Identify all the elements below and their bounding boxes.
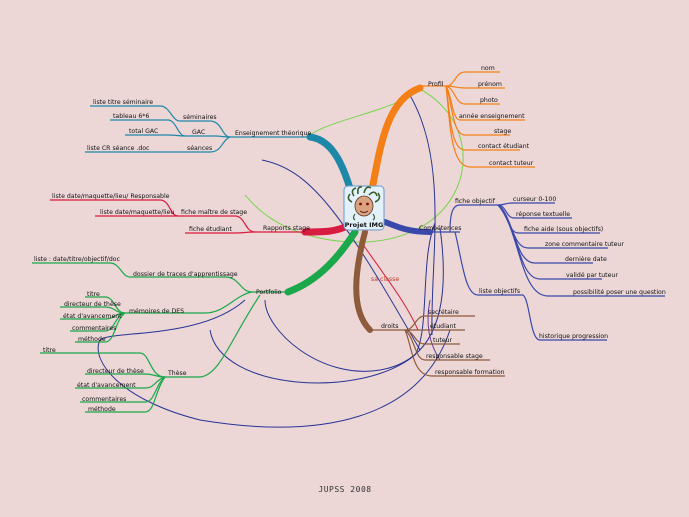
memoire-item[interactable]: titre [87, 291, 100, 298]
profil-item[interactable]: année enseignement [459, 112, 525, 120]
dossier-label[interactable]: dossier de traces d'apprentissage [133, 271, 238, 278]
medusa-icon [347, 186, 381, 221]
memoire-item[interactable]: commentaires [72, 325, 116, 332]
rapports-branches [50, 199, 305, 234]
these-item[interactable]: titre [43, 347, 56, 354]
enseignement-node[interactable]: Enseignement théorique [235, 129, 311, 137]
fiche-item[interactable]: zone commentaire tuteur [545, 241, 624, 248]
profil-items: nom prénom photo année enseignement stag… [459, 65, 534, 167]
memoires-label[interactable]: mémoires de DES [129, 307, 184, 315]
branch-portfolio [284, 228, 359, 296]
profil-item[interactable]: photo [480, 97, 498, 104]
center-label: Projet IMG [345, 221, 384, 229]
enseignement-label: Enseignement théorique [235, 129, 311, 137]
branch-competences [382, 219, 433, 235]
liste-cr-label[interactable]: liste CR séance .doc [87, 144, 150, 152]
memoire-item[interactable]: méthode [78, 335, 106, 343]
competences-items: fiche objectif curseur 0-100 réponse tex… [455, 196, 666, 340]
portfolio-items: dossier de traces d'apprentissage liste … [34, 256, 238, 413]
profil-node[interactable]: Profil [428, 81, 444, 88]
branch-profil [366, 84, 424, 204]
rapports-items: fiche maître de stage fiche étudiant lis… [52, 193, 247, 233]
droits-item[interactable]: tuteur [433, 337, 453, 344]
fiche-item[interactable]: possibilité poser une question [573, 288, 666, 296]
link-blue-competences-2 [264, 227, 444, 372]
main-branches [284, 84, 433, 333]
droits-items: secrétaire étudiant tuteur responsable s… [371, 276, 505, 376]
fiche-item[interactable]: dernière date [565, 255, 607, 263]
these-item[interactable]: état d'avancement [77, 381, 136, 389]
gac-label[interactable]: GAC [192, 129, 205, 136]
liste-objectifs-label[interactable]: liste objectifs [479, 288, 520, 295]
seminaires-label[interactable]: séminaires [183, 113, 217, 121]
droits-item[interactable]: responsable stage [426, 353, 483, 360]
sa-classe-label: sa classe [371, 276, 399, 283]
profil-item[interactable]: contact tuteur [489, 160, 534, 167]
competences-branches [430, 202, 665, 341]
these-item[interactable]: méthode [88, 405, 116, 413]
link-blue-profil-droits [407, 91, 436, 336]
fiche-item[interactable]: validé par tuteur [566, 271, 618, 279]
link-purple-droits [427, 299, 441, 361]
fiche-item[interactable]: curseur 0-100 [513, 196, 556, 203]
fiche-etudiant-label[interactable]: fiche étudiant [189, 225, 233, 233]
memoire-item[interactable]: état d'avancement [63, 312, 122, 320]
droits-branches [370, 315, 505, 377]
these-item[interactable]: commentaires [82, 396, 126, 403]
rapports-node[interactable]: Rapports stage [263, 225, 310, 232]
seances-label[interactable]: séances [187, 144, 212, 152]
profil-item[interactable]: prénom [478, 80, 502, 88]
branch-droits [353, 229, 373, 333]
enseignement-branches [85, 105, 310, 153]
link-blue-portfolio-these [97, 299, 451, 428]
fiche-item[interactable]: fiche aide (sous objectifs) [524, 226, 603, 233]
competences-node[interactable]: Compétences [419, 224, 461, 232]
these-label[interactable]: Thèse [167, 369, 187, 377]
portfolio-label: Portfolio [256, 289, 282, 296]
rapports-label: Rapports stage [263, 225, 310, 232]
liste-lieu-label[interactable]: liste date/maquette/lieu [100, 209, 174, 216]
memoire-item[interactable]: directeur de thèse [64, 300, 121, 308]
these-item[interactable]: directeur de thèse [87, 367, 144, 375]
droits-item[interactable]: responsable formation [435, 369, 505, 376]
profil-item[interactable]: stage [494, 128, 511, 135]
fiche-item[interactable]: réponse textuelle [516, 210, 570, 218]
liste-responsable-label[interactable]: liste date/maquette/lieu/ Responsable [52, 193, 170, 200]
link-blue-competences-1 [209, 222, 436, 384]
droits-node[interactable]: droits [381, 323, 399, 330]
center-node[interactable]: Projet IMG [343, 185, 385, 231]
link-red-sa-classe [359, 239, 419, 331]
liste-dossier-label[interactable]: liste : date/titre/objectif/doc [34, 256, 121, 263]
profil-item[interactable]: nom [481, 65, 495, 72]
link-blue-enseignement-droits [261, 159, 421, 351]
droits-item[interactable]: secrétaire [428, 308, 459, 316]
profil-branches [420, 71, 535, 168]
droits-item[interactable]: étudiant [430, 322, 457, 330]
portfolio-branches [32, 262, 288, 413]
enseignement-items: séminaires liste titre séminaire GAC tab… [87, 98, 217, 152]
liste-titre-seminaire-label[interactable]: liste titre séminaire [93, 98, 153, 106]
footer-text: JUPSS 2008 [318, 485, 371, 494]
cross-links [97, 87, 464, 428]
tableau-label[interactable]: tableau 6*6 [113, 113, 149, 120]
total-gac-label[interactable]: total GAC [129, 128, 158, 135]
profil-item[interactable]: contact étudiant [478, 142, 530, 150]
historique-label[interactable]: historique progression [539, 333, 608, 340]
profil-label: Profil [428, 81, 444, 88]
portfolio-node[interactable]: Portfolio [256, 289, 282, 296]
fiche-maitre-label[interactable]: fiche maître de stage [181, 208, 247, 216]
branch-rapports [301, 221, 354, 236]
fiche-objectif-label[interactable]: fiche objectif [455, 198, 496, 205]
competences-label: Compétences [419, 224, 461, 232]
droits-label: droits [381, 323, 399, 330]
